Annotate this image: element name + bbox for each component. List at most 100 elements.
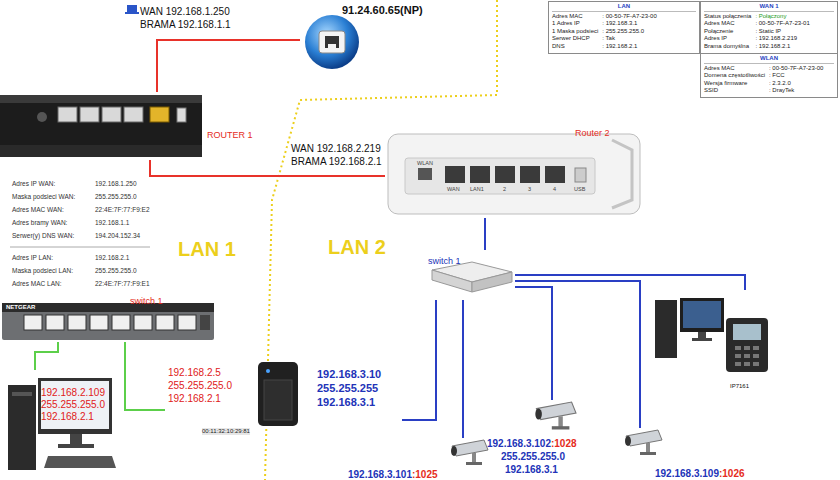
- text-line: IP7161: [730, 374, 749, 392]
- status-table: WAN 1Status połączenia: PołączonyAdres M…: [700, 1, 838, 54]
- field-value: : Static IP: [755, 28, 834, 36]
- router-2-device: [545, 166, 565, 183]
- device-address: 192.168.2.109: [41, 387, 105, 399]
- router-field-name: Adres IP WAN:: [12, 180, 55, 187]
- ip-phone-workstation: IP7161: [650, 290, 775, 392]
- port-number: :1028: [551, 438, 577, 450]
- internet-globe: 91.24.60.65(NP): [300, 0, 440, 70]
- router-1-device: [0, 95, 202, 103]
- network-cable: [515, 287, 552, 400]
- router-field-value: 192.168.2.1: [95, 254, 129, 261]
- router-1-device: [0, 145, 202, 157]
- router-1-device: [177, 108, 186, 122]
- router-field-name: Serwer(y) DNS WAN:: [12, 232, 74, 239]
- device-address: 192.168.2.1: [41, 411, 94, 423]
- nas-device: [264, 380, 292, 420]
- table-heading: WLAN: [704, 55, 834, 64]
- router-field-value: 192.168.1.1: [95, 219, 129, 226]
- text-line: 255.255.255.0: [168, 375, 232, 393]
- nas-device: [258, 362, 298, 426]
- router-field-name: Adres IP LAN:: [12, 254, 53, 261]
- small-switch-device: [432, 270, 472, 292]
- zone-label: LAN 1: [178, 238, 236, 261]
- left-computer: [8, 378, 116, 470]
- text-line: 192.168.3.1: [317, 392, 375, 410]
- left-computer: [12, 392, 32, 396]
- field-value: : 255.255.255.0: [602, 28, 696, 36]
- table-heading: WAN 1: [704, 3, 834, 12]
- internet-globe-icon: [305, 15, 359, 69]
- netgear-switch-device: [24, 315, 42, 330]
- router-2-device: [495, 166, 515, 183]
- pc-icon: [125, 5, 139, 14]
- router-1-device: [80, 107, 99, 122]
- status-table: WLANAdres MAC: 00-50-7F-A7-23-00Domena c…: [700, 53, 838, 98]
- router-1-device: [124, 107, 143, 122]
- device-address: 255.255.255.0: [501, 451, 565, 463]
- netgear-switch-device: [134, 315, 152, 330]
- field-name: Domena częstotliwości: [704, 72, 765, 80]
- field-name: Wersja firmware: [704, 80, 765, 88]
- text-line: 255.255.255: [317, 378, 378, 396]
- small-switch-device: [472, 272, 512, 292]
- netgear-switch-device: [90, 315, 108, 330]
- device-address: 192.168.3.1: [317, 396, 375, 409]
- device-address: 192.168.2.5: [168, 367, 221, 379]
- field-name: 1 Maska podsieci: [552, 28, 598, 36]
- ip-camera: 192.168.3.109:1026: [620, 428, 770, 480]
- device-address: 91.24.60.65(NP): [342, 4, 423, 17]
- internet-globe-icon: [319, 31, 345, 53]
- device-address: 192.168.3.109: [655, 468, 719, 480]
- status-table: LANAdres MAC: 00-50-7F-A7-23-001 Adres I…: [548, 1, 700, 54]
- ip-camera-device: [451, 402, 662, 465]
- router-device: Router 2: [385, 122, 643, 218]
- field-name: Adres MAC: [704, 20, 751, 28]
- network-cable: [515, 281, 640, 428]
- text-line: switch 1: [130, 290, 163, 308]
- field-name: Adres MAC: [552, 13, 598, 21]
- port-label: 3: [528, 186, 531, 192]
- wan-address-note: WAN 192.168.1.250: [140, 6, 230, 18]
- ip-camera: 192.168.3.101:1025: [345, 438, 485, 480]
- network-switch: switch 1: [0, 290, 222, 342]
- router-field-value: 22:4E:7F:77:F9:E1: [95, 280, 150, 287]
- field-name: Połączenie: [704, 28, 751, 36]
- nas-device: [258, 362, 298, 426]
- device-address: IP7161: [730, 383, 749, 390]
- port-label: 2: [503, 186, 506, 192]
- right-workstation: [735, 354, 741, 358]
- right-workstation: [692, 338, 712, 341]
- network-cable: [515, 275, 745, 290]
- right-workstation: [726, 318, 768, 372]
- device-address: Router 2: [575, 128, 610, 138]
- mac-label: 00:11:32:10:29:81: [202, 428, 250, 435]
- field-name: SSID: [704, 87, 765, 95]
- netgear-switch-device: [2, 303, 214, 312]
- router-field-name: Maska podsieci WAN:: [12, 193, 75, 200]
- text-line: 192.168.3.102:1028: [487, 433, 577, 451]
- router-2-device: [470, 166, 490, 183]
- zone-label: LAN 2: [328, 236, 386, 259]
- router-1-device: [0, 95, 202, 157]
- wan-address-note: WAN 192.168.2.219: [291, 143, 381, 155]
- field-name: Adres IP: [704, 35, 751, 43]
- netgear-switch-device: [2, 303, 214, 340]
- internet-globe-icon: [325, 36, 339, 48]
- port-label: WAN: [447, 186, 460, 192]
- field-value: : DrayTek: [769, 87, 834, 95]
- netgear-switch-device: [200, 315, 210, 330]
- field-name: Serwer DHCP: [552, 35, 598, 43]
- network-cable: [402, 300, 436, 420]
- router-2-device: [388, 134, 640, 214]
- port-label: USB: [574, 186, 585, 192]
- text-line: 192.168.3.10: [317, 364, 381, 382]
- router-field-value: 255.255.255.0: [95, 193, 137, 200]
- text-line: 91.24.60.65(NP): [342, 0, 423, 18]
- right-workstation: [733, 324, 761, 340]
- netgear-switch-device: [112, 315, 130, 330]
- right-workstation: [753, 354, 759, 358]
- field-value: : 00-50-7F-A7-23-01: [755, 20, 834, 28]
- internet-globe-icon: [305, 15, 359, 69]
